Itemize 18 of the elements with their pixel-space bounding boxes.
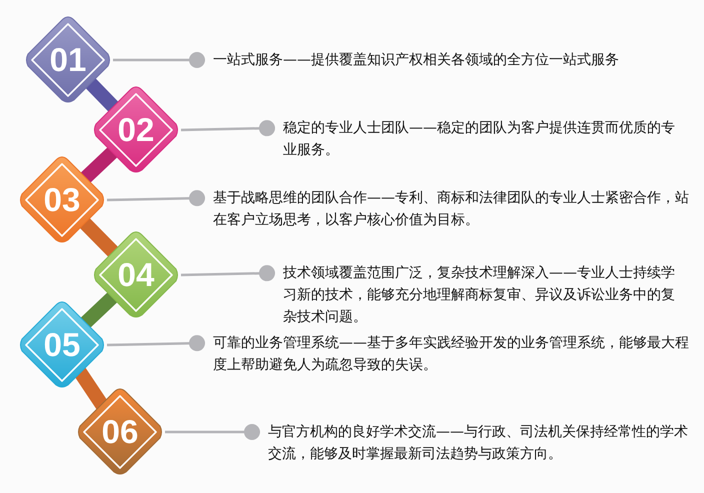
leader-line	[113, 52, 205, 68]
description-text: 可靠的业务管理系统——基于多年实践经验开发的业务管理系统，能够最大程度上帮助避免人为疏忽导致的失误。	[205, 332, 691, 376]
number-diamond: 06	[75, 387, 165, 477]
leader-line	[165, 424, 260, 440]
leader-line	[106, 190, 206, 206]
description-text: 稳定的专业人士团队——稳定的团队为客户提供连贯而优质的专业服务。	[275, 117, 685, 161]
number-diamond: 01	[23, 15, 113, 105]
number-diamond: 03	[17, 155, 107, 245]
leader-line	[180, 265, 276, 282]
number-diamond: 05	[17, 300, 107, 390]
number-diamond: 04	[91, 230, 181, 320]
description-text: 技术领域覆盖范围广泛，复杂技术理解深入——专业人士持续学习新的技术，能够充分地理解商标复审、异议及诉讼业务中的复杂技术问题。	[275, 262, 685, 328]
number-diamond: 02	[91, 85, 181, 175]
leader-line	[180, 120, 276, 136]
description-text: 与官方机构的良好学术交流——与行政、司法机关保持经常性的学术交流，能够及时掌握最新司法趋势与政策方向。	[260, 421, 688, 465]
leader-line	[106, 335, 206, 352]
description-text: 一站式服务——提供覆盖知识产权相关各领域的全方位一站式服务	[205, 49, 703, 71]
description-text: 基于战略思维的团队合作——专利、商标和法律团队的专业人士紧密合作，站在客户立场思考，以客户核心价值为目标。	[205, 187, 691, 231]
